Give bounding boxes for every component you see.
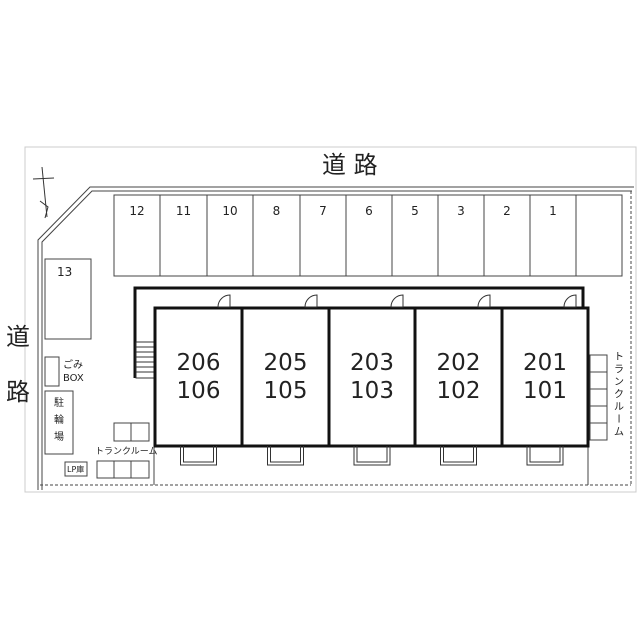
parking-label-13: 13: [57, 265, 72, 279]
bicycle-label-3: 場: [54, 430, 64, 443]
trunk-room-upper: [113, 422, 150, 442]
balcony: [526, 446, 564, 466]
trunk-room-lower: [96, 460, 150, 479]
trunk-room-cell: [589, 422, 608, 441]
stairs-icon: [135, 341, 155, 379]
trunk-room-right-char: ー: [612, 414, 623, 424]
parking-label: 8: [273, 204, 281, 218]
unit: [240, 306, 331, 448]
trunk-room-right-char: ル: [614, 402, 624, 413]
door-icon: [217, 294, 231, 308]
bicycle-label-1: 駐: [54, 396, 64, 409]
parking-space-13: [44, 258, 92, 340]
north-arrow-icon: [32, 166, 55, 219]
unit: [327, 306, 417, 448]
parking-label: 11: [176, 204, 191, 218]
trunk-room-right: [589, 354, 608, 441]
parking-label: 7: [319, 204, 327, 218]
parking-label: 5: [411, 204, 419, 218]
unit-upper-number: 205: [264, 350, 308, 376]
trunk-room-left-label: トランクルーム: [95, 446, 157, 457]
corridor: [133, 286, 585, 378]
lp-storage-label: LP庫: [67, 464, 84, 474]
parking-label: 2: [503, 204, 511, 218]
balcony: [353, 446, 391, 466]
parking-label: 3: [457, 204, 465, 218]
parking-label: 12: [129, 204, 144, 218]
garbage-box: [44, 356, 60, 387]
unit-lower-number: 101: [523, 378, 567, 404]
unit-lower-number: 105: [264, 378, 308, 404]
parking-label: 1: [549, 204, 557, 218]
unit-upper-number: 203: [350, 350, 394, 376]
trunk-room-right-char: ム: [614, 426, 624, 438]
unit-lower-number: 106: [177, 378, 221, 404]
bicycle-parking: [44, 390, 74, 455]
unit: [500, 306, 590, 448]
garbage-label-2: BOX: [63, 373, 84, 384]
site-boundary: [37, 186, 634, 490]
door-icon: [304, 294, 318, 308]
balcony: [440, 446, 477, 466]
balcony: [180, 446, 217, 466]
trunk-room-cell: [589, 371, 608, 390]
garbage-label-1: ごみ: [63, 358, 83, 371]
lp-gas-storage: [64, 461, 88, 477]
trunk-room-right-char: ト: [614, 352, 624, 363]
trunk-room-right-char: ク: [614, 389, 624, 401]
frame: [24, 146, 637, 493]
road-label-left-2: 路: [6, 378, 30, 406]
road-label-top: 道 路: [322, 151, 378, 179]
unit-lower-number: 102: [437, 378, 481, 404]
parking-row: 12 11 10 8 7 6 5 3 2 1: [113, 194, 623, 277]
trunk-room-cell: [589, 405, 608, 424]
door-icon: [390, 294, 404, 308]
trunk-room-right-char: ン: [614, 377, 624, 388]
unit: [413, 306, 504, 448]
parking-space: [575, 194, 623, 277]
parking-label: 6: [365, 204, 373, 218]
parking-label: 10: [222, 204, 237, 218]
unit-upper-number: 201: [523, 350, 567, 376]
trunk-room-right-char: ラ: [614, 364, 624, 376]
unit-lower-number: 103: [350, 378, 394, 404]
road-label-left-1: 道: [6, 323, 30, 351]
door-icon: [563, 294, 577, 308]
bicycle-label-2: 輪: [54, 413, 64, 426]
trunk-room-cell: [589, 388, 608, 407]
trunk-room-cell: [589, 354, 608, 373]
balcony: [267, 446, 304, 466]
unit: [153, 306, 244, 448]
trunk-room-right-label: トランクルーム: [612, 352, 624, 438]
unit-upper-number: 206: [177, 350, 221, 376]
door-icon: [477, 294, 491, 308]
unit-upper-number: 202: [437, 350, 481, 376]
